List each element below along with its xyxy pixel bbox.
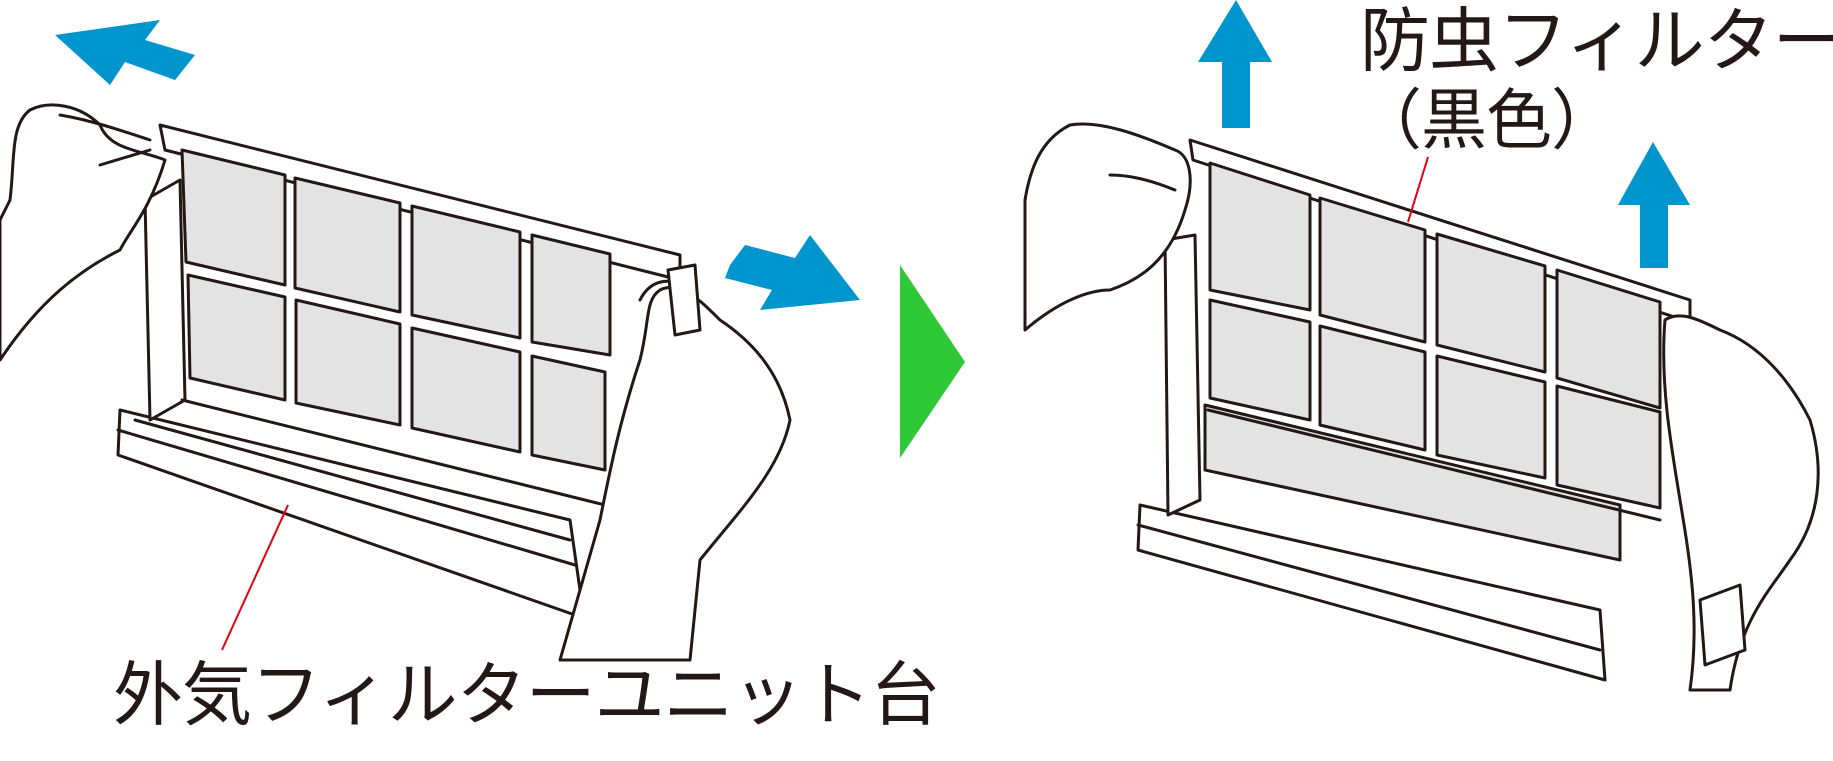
filter-mesh [180,148,612,507]
left-step-illustration [0,20,860,662]
insect-filter-color-label: （黒色） [1356,82,1617,159]
blue-arrow-icon [55,20,195,85]
base-leader-line [221,504,289,651]
filter-clip [666,263,702,337]
left-hand [0,103,167,362]
blue-arrow-icon [1198,0,1272,128]
green-triangle-icon [900,265,965,458]
blue-arrow-icon [1618,142,1690,268]
insect-filter-label: 防虫フィルター [1360,0,1833,82]
filter-unit-base [1136,503,1607,682]
insect-filter [1188,138,1692,522]
outdoor-filter-unit-base-label: 外気フィルターユニット台 [113,654,941,736]
left-hand [1023,122,1192,332]
blue-arrow-icon [725,235,860,310]
right-step-illustration [1023,0,1820,692]
filter-frame [1163,233,1622,562]
right-hand [1662,314,1820,692]
filter-unit-base [116,408,582,617]
insect-filter-leader-line [1407,156,1429,223]
